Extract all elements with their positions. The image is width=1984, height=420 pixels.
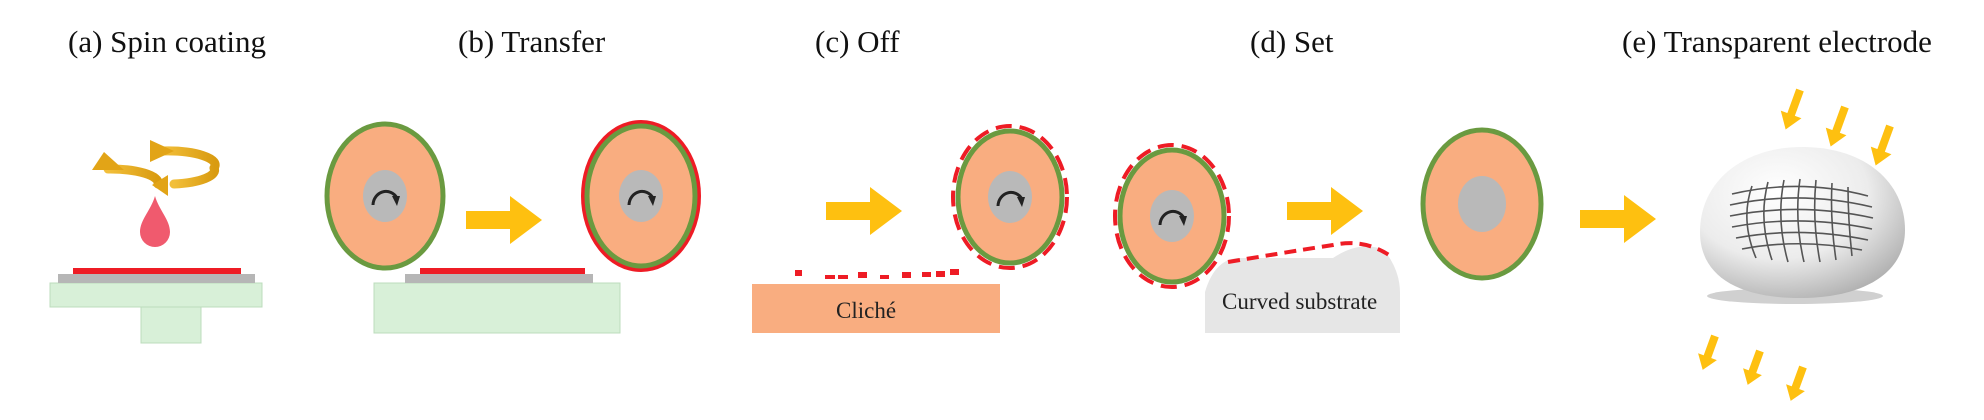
curved-substrate (1205, 246, 1400, 333)
substrate-plate (58, 274, 255, 283)
curved-substrate-ink-pattern (1227, 241, 1394, 264)
spin-arrowhead-lower (152, 175, 168, 196)
cliche-ink-pattern (795, 269, 959, 279)
curved-substrate-label: Curved substrate (1222, 289, 1377, 314)
panel-title-a: (a) Spin coating (68, 24, 266, 59)
roller-releasing-ink (951, 124, 1069, 270)
light-ray-icon-bottom (1698, 334, 1807, 401)
cliche-block (752, 284, 1000, 333)
process-arrow-c (826, 187, 902, 235)
transfer-plate (405, 274, 593, 283)
transfer-ink-layer (420, 268, 585, 274)
panel-title-e: (e) Transparent electrode (1622, 24, 1932, 59)
curved-electrode-dome (1700, 146, 1905, 298)
panel-b-transfer (324, 120, 701, 334)
process-arrow-d (1287, 187, 1363, 235)
spin-arrowhead-right (150, 140, 174, 162)
blanket-roller-clean (324, 121, 446, 271)
ink-droplet-icon (140, 196, 170, 247)
panel-c-off: Cliché (752, 124, 1069, 333)
panel-a-spin-coating (49, 140, 263, 344)
cliche-label: Cliché (836, 298, 896, 323)
electrode-mesh-grid (1729, 178, 1874, 263)
blanket-roller-inked (581, 120, 701, 272)
rotation-arrow-icon (996, 190, 1024, 207)
light-ray-icon-top (1780, 88, 1894, 166)
panel-title-b: (b) Transfer (458, 24, 606, 59)
rotation-arrow-icon (371, 189, 399, 206)
spin-stage (49, 282, 263, 308)
rotation-arrow-icon (1158, 209, 1186, 226)
roller-after-set (1420, 127, 1544, 281)
roller-with-pattern (1113, 143, 1231, 289)
spin-arrowhead-left (92, 152, 124, 170)
panel-title-d: (d) Set (1250, 24, 1334, 59)
coated-ink-layer (73, 268, 241, 274)
panel-d-set: Curved substrate (1113, 127, 1656, 333)
panel-title-c: (c) Off (815, 24, 900, 59)
process-arrow-b (466, 196, 542, 244)
process-arrow-e (1580, 195, 1656, 243)
rotation-arrow-icon (627, 189, 655, 206)
transfer-stage (373, 282, 621, 334)
panel-e-transparent-electrode (1698, 88, 1905, 401)
